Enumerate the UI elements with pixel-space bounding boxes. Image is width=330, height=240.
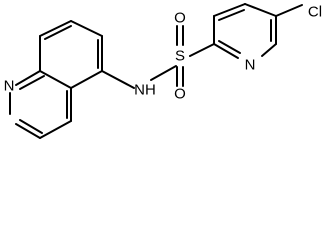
c-n-bond — [101, 70, 135, 89]
quinoline-bond — [70, 20, 103, 37]
quinoline-bond — [44, 25, 72, 40]
pyridine-bond — [218, 40, 241, 54]
pyridine-bond — [213, 3, 246, 17]
atom-o-top-label: O — [174, 10, 186, 27]
quinoline-bond — [39, 70, 72, 89]
quinoline-bond — [15, 123, 41, 139]
quinoline-bond — [39, 120, 72, 139]
atom-n-pyridine-label: N — [245, 57, 256, 74]
quinoline-bond — [39, 20, 72, 37]
n-s-bond — [150, 65, 177, 81]
atom-nh-label: NH — [134, 82, 156, 99]
quinoline-ring-system — [9, 20, 103, 139]
structure-diagram: Cl N S O O NH N — [3, 3, 323, 139]
pyridine-bond — [244, 3, 277, 17]
pyridine-bond — [218, 9, 245, 21]
atom-n-quinoline-label: N — [4, 78, 15, 95]
pyridine-bond — [213, 43, 239, 59]
pyridine-bond — [261, 43, 277, 57]
atom-cl-label: Cl — [308, 4, 322, 21]
atom-o-bottom-label: O — [174, 86, 186, 103]
s-c-bond — [189, 43, 215, 57]
quinoline-bond — [19, 119, 43, 134]
quinoline-bond — [70, 70, 103, 89]
atom-s-label: S — [175, 48, 185, 65]
quinoline-bond — [19, 75, 45, 90]
c-cl-bond — [275, 4, 303, 17]
chloropyridine-ring — [213, 3, 303, 59]
molecule-structure: Cl N S O O NH N — [4, 3, 322, 139]
sulfonamide-linkage — [101, 25, 215, 89]
quinoline-bond — [15, 70, 41, 86]
